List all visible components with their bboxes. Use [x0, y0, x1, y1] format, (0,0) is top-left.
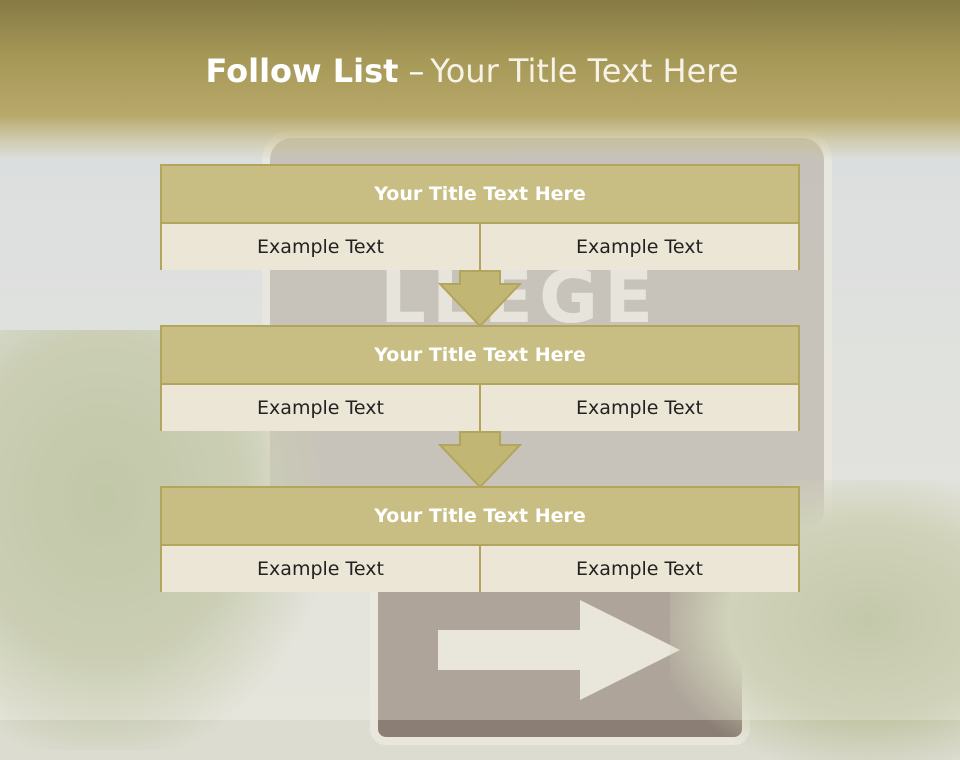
down-arrow-icon: [438, 431, 522, 489]
block-heading: Your Title Text Here: [162, 327, 798, 385]
block-cell: Example Text: [479, 546, 798, 592]
title-subtitle: Your Title Text Here: [430, 52, 739, 90]
title-main: Follow List: [205, 52, 399, 90]
title-separator: –: [408, 52, 425, 90]
block-heading: Your Title Text Here: [162, 488, 798, 546]
title-band: [0, 0, 960, 160]
block-row: Example Text Example Text: [162, 385, 798, 431]
block-cell: Example Text: [162, 385, 479, 431]
block-heading: Your Title Text Here: [162, 166, 798, 224]
block-row: Example Text Example Text: [162, 224, 798, 270]
list-block: Your Title Text Here Example Text Exampl…: [160, 164, 800, 270]
list-block: Your Title Text Here Example Text Exampl…: [160, 486, 800, 592]
background-arrow-icon: [438, 600, 680, 700]
block-cell: Example Text: [162, 546, 479, 592]
block-row: Example Text Example Text: [162, 546, 798, 592]
block-cell: Example Text: [479, 224, 798, 270]
block-cell: Example Text: [162, 224, 479, 270]
down-arrow-icon: [438, 270, 522, 328]
slide-title: Follow List–Your Title Text Here: [0, 52, 944, 90]
list-block: Your Title Text Here Example Text Exampl…: [160, 325, 800, 431]
block-cell: Example Text: [479, 385, 798, 431]
